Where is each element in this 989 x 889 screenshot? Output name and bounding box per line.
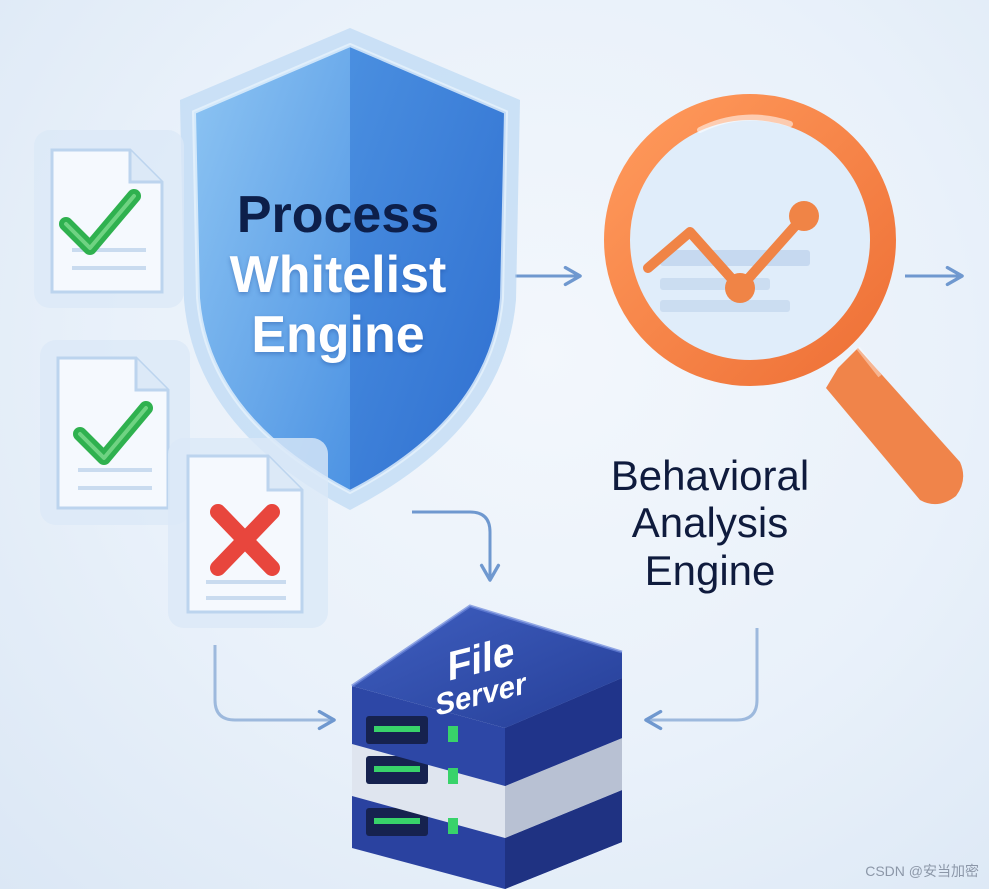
arrow-behavior-to-server: [644, 628, 759, 731]
watermark: CSDN @安当加密: [865, 863, 979, 879]
cross-icon: [210, 504, 280, 576]
whitelist-engine-line1: Process: [236, 186, 440, 244]
trend-line-icon: [643, 211, 809, 293]
arrow-shield-to-server: [412, 510, 501, 582]
file-server-icon: [351, 604, 623, 889]
whitelist-engine-line3: Engine: [251, 305, 425, 364]
behavioral-analysis-engine-label: Behavioral Analysis Engine: [560, 452, 860, 594]
server-lights-icon: [374, 726, 458, 834]
whitelist-engine-line2: Whitelist: [229, 245, 447, 304]
behavior-engine-line3: Engine: [644, 546, 776, 594]
document-allowed-1: [34, 130, 184, 308]
behavior-engine-line2: Analysis: [631, 499, 789, 547]
document-allowed-2: [40, 340, 190, 525]
arrow-documents-to-server: [213, 645, 336, 731]
document-blocked: [168, 438, 328, 628]
magnifier-icon: [604, 94, 964, 505]
flow-arrows: [213, 265, 964, 731]
behavior-engine-line1: Behavioral: [610, 452, 810, 499]
process-whitelist-engine-label: Process Whitelist Engine: [198, 186, 478, 365]
shield-icon: [180, 28, 520, 510]
